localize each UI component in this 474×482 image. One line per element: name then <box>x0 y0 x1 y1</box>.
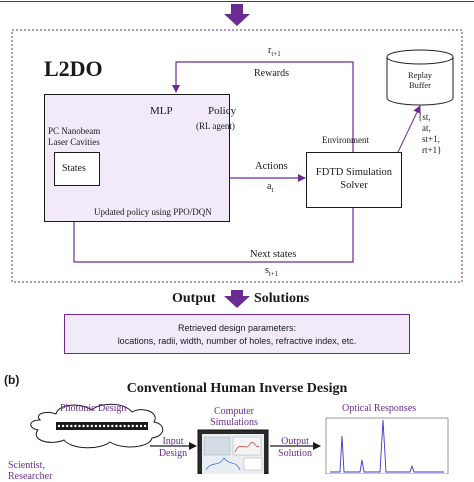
panel-b-title: Conventional Human Inverse Design <box>126 381 348 396</box>
solutions-label: Solutions <box>254 291 310 306</box>
photonic-design-label: Photonic Design <box>60 403 127 414</box>
photonic-design-cloud <box>30 403 164 449</box>
output-label: Output <box>172 291 216 306</box>
nanobeam-hole <box>66 424 69 428</box>
output-arrow-icon <box>224 290 250 308</box>
update-policy-label: Updated policy using PPO/DQN <box>94 207 212 217</box>
solutions-text: Retrieved design parameters:locations, r… <box>117 323 357 346</box>
nanobeam-hole <box>143 424 147 428</box>
fdtd-solver-box <box>306 152 402 208</box>
rl-agent-label: (RL agent) <box>196 121 235 131</box>
nanobeam-hole <box>90 424 94 428</box>
nanobeam-hole <box>70 424 73 428</box>
nanobeam-hole <box>119 424 122 428</box>
actions-symbol: at <box>267 181 274 194</box>
nanobeam-hole <box>107 424 110 428</box>
down-arrow-icon <box>224 4 250 26</box>
nanobeam-hole <box>139 424 143 428</box>
next-states-symbol: st+1 <box>265 265 279 278</box>
computer-monitor-icon <box>197 429 269 474</box>
nanobeam-hole <box>82 424 85 428</box>
replay-buffer-icon <box>386 49 454 106</box>
environment-label: Environment <box>322 135 369 145</box>
next-states-label: Next states <box>250 249 297 260</box>
solutions-box <box>64 314 410 354</box>
nanobeam-hole <box>61 424 65 428</box>
replay-link-arrow <box>397 105 421 153</box>
reward-symbol: rt+1 <box>268 45 281 58</box>
nanobeam-hole <box>78 424 81 428</box>
nanobeam-hole <box>102 424 106 428</box>
nanobeam-hole <box>135 424 139 428</box>
next-states-arrow <box>70 207 354 263</box>
nanobeam-hole <box>115 424 118 428</box>
nanobeam-hole <box>98 424 102 428</box>
states-label: States <box>62 163 86 174</box>
scientist-label: Scientist,Researcher <box>8 460 53 482</box>
nanobeam-hole <box>74 424 77 428</box>
states-box <box>54 152 100 186</box>
nanobeam-hole <box>127 424 130 428</box>
nanobeam-hole <box>131 424 134 428</box>
l2do-title: L2DO <box>44 56 103 81</box>
nanobeam-hole <box>94 424 98 428</box>
nanobeam-hole <box>111 424 114 428</box>
rewards-label: Rewards <box>254 68 289 79</box>
optical-responses-label: Optical Responses <box>342 403 417 414</box>
panel-b-tag: (b) <box>4 373 20 387</box>
actions-label: Actions <box>255 161 288 172</box>
nanobeam-hole <box>57 424 61 428</box>
nanobeam-hole <box>86 424 89 428</box>
policy-label: Policy <box>208 105 237 117</box>
rewards-arrow <box>172 61 354 152</box>
l2do-dashed-frame <box>11 29 463 283</box>
nanobeam-hole <box>123 424 126 428</box>
experience-tuple: {st, at, st+1, rt+1} <box>418 112 442 155</box>
optical-response-plot <box>325 417 449 474</box>
mlp-label: MLP <box>150 105 173 117</box>
